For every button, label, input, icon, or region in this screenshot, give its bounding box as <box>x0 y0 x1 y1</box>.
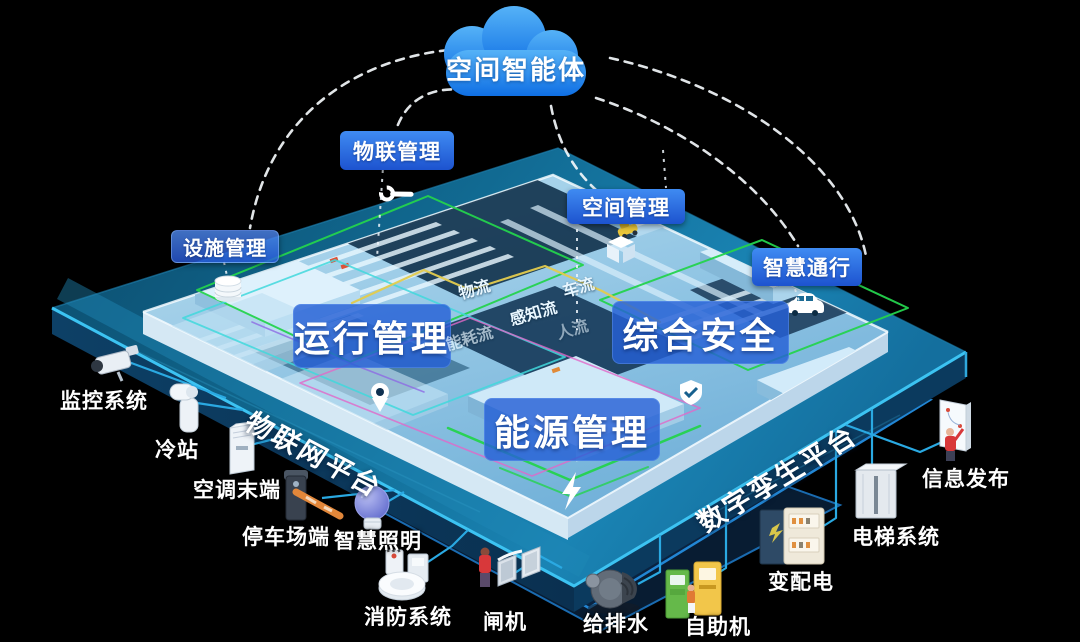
module-drop-lines <box>223 149 800 330</box>
light-bulb-icon <box>354 485 390 530</box>
elevator-icon <box>854 463 908 519</box>
parking-barrier-icon <box>284 470 344 521</box>
cctv-camera-icon <box>91 345 139 382</box>
self-service-kiosk-icon <box>665 561 722 619</box>
chiller-pump-icon <box>169 383 199 433</box>
cloud-link-arcs <box>248 48 868 258</box>
turnstile-icon <box>479 546 541 587</box>
cube-icon <box>607 236 635 263</box>
fire-alarm-icon <box>378 549 429 601</box>
lightning-icon <box>562 472 581 510</box>
database-icon <box>214 275 242 302</box>
cloud-shape <box>444 6 586 96</box>
power-distribution-icon <box>759 507 825 565</box>
ac-terminal-icon <box>229 420 261 475</box>
water-pump-icon <box>585 569 640 614</box>
device-connectors <box>125 359 943 585</box>
location-pin-icon <box>371 383 389 412</box>
wrench-icon <box>379 185 414 202</box>
info-display-icon <box>939 399 971 461</box>
shield-check-icon <box>680 380 702 405</box>
